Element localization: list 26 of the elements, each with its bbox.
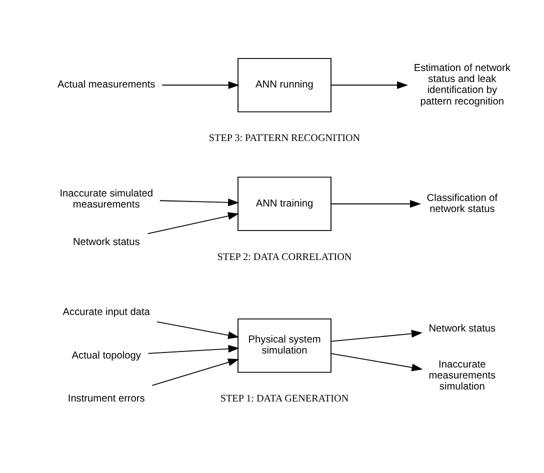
node-text: Estimation of network status and leak identification by pattern recognition (414, 62, 510, 107)
arrow (152, 358, 240, 386)
arrow (148, 344, 240, 354)
node-text: Actual topology (72, 350, 141, 361)
node-text: Inaccurate simulated measurements (60, 188, 154, 210)
node-text: Instrument errors (68, 393, 145, 404)
arrow (162, 80, 240, 88)
arrow (330, 80, 408, 88)
node-text: Classification of network status (426, 192, 498, 214)
node-text: Inaccurate measurements simulation (428, 359, 496, 392)
arrow (160, 198, 240, 206)
label: STEP 3: PATTERN RECOGNITION (208, 132, 360, 144)
node-text: Accurate input data (62, 306, 150, 318)
node-box: Physical system simulation (238, 318, 332, 372)
node-box: ANN running (238, 57, 332, 112)
arrow (330, 329, 423, 342)
label: STEP 1: DATA GENERATION (220, 393, 349, 404)
node-text: Network status (72, 236, 140, 248)
arrow (330, 200, 422, 208)
arrow (156, 320, 240, 339)
node-box: ANN training (238, 176, 332, 231)
node-text: Network status (428, 323, 496, 334)
label: STEP 2: DATA CORRELATION (217, 251, 352, 262)
arrow (147, 212, 240, 234)
node-text: Actual measurements (57, 79, 156, 90)
arrow (330, 352, 423, 371)
